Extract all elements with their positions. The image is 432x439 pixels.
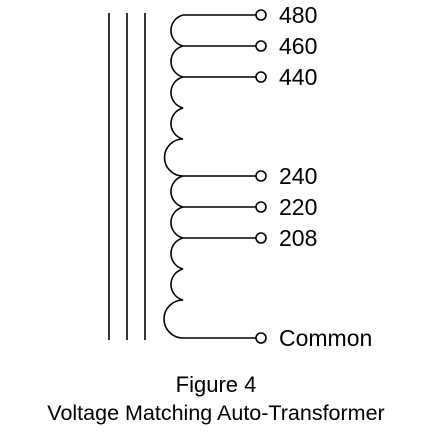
tap-label-440: 440 (279, 64, 317, 90)
tap-leads (183, 14, 256, 339)
terminal-440 (255, 71, 267, 83)
terminal-480 (255, 9, 267, 21)
terminal-240 (255, 170, 267, 182)
winding-coil (163, 14, 184, 339)
tap-label-460: 460 (279, 33, 317, 59)
tap-label-208: 208 (279, 225, 317, 251)
tap-label-480: 480 (279, 2, 317, 28)
tap-labels: 480 460 440 240 220 208 Common (279, 2, 372, 351)
terminal-common (255, 332, 267, 344)
tap-label-240: 240 (279, 163, 317, 189)
transformer-core (108, 13, 146, 340)
figure-title: Voltage Matching Auto-Transformer (47, 401, 385, 425)
figure-number: Figure 4 (175, 372, 257, 397)
tap-label-common: Common (279, 325, 372, 351)
terminal-460 (255, 40, 267, 52)
terminals (255, 9, 267, 344)
terminal-220 (255, 201, 267, 213)
terminal-208 (255, 232, 267, 244)
tap-label-220: 220 (279, 194, 317, 220)
